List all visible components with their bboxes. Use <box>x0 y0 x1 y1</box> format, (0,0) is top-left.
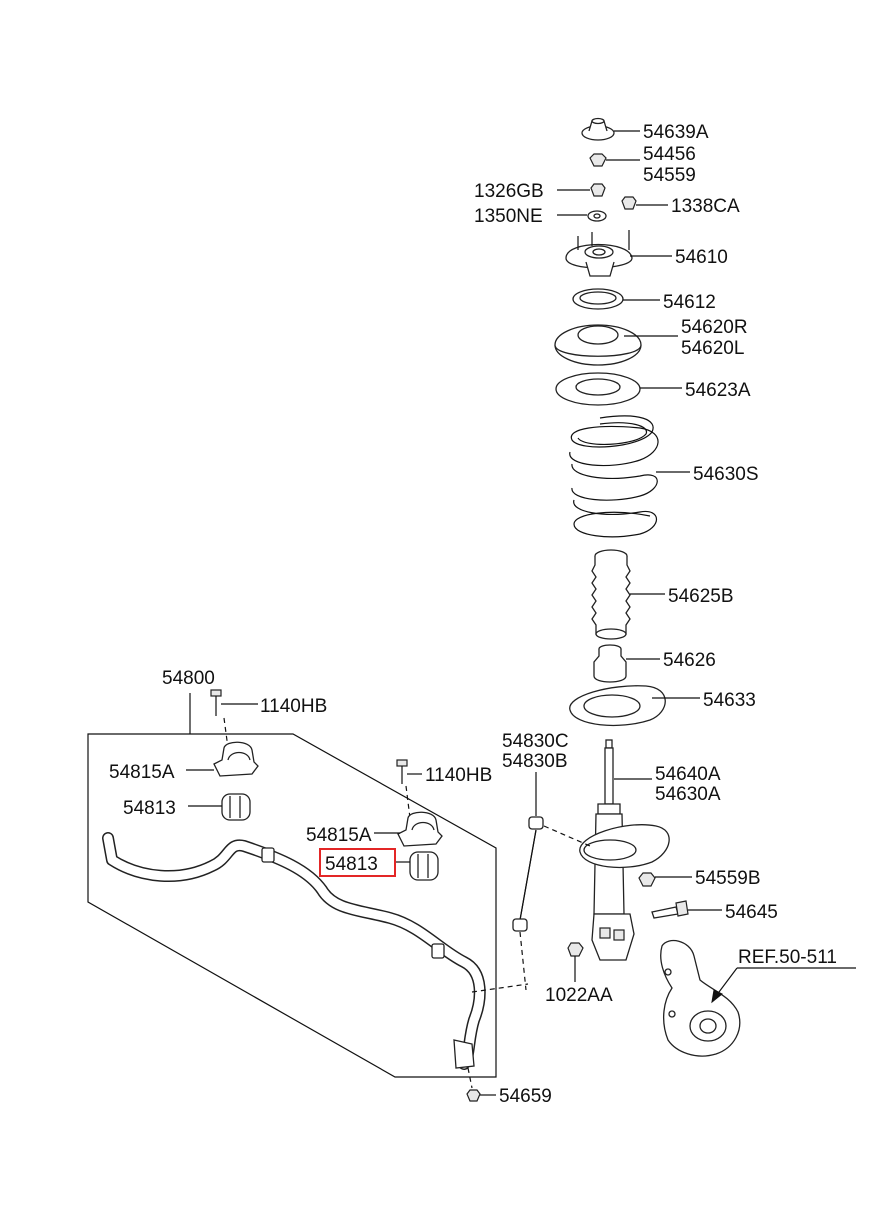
label-1140HB-right: 1140HB <box>425 765 492 786</box>
label-54639A: 54639A <box>643 122 709 143</box>
part-54620-spring-seat[interactable] <box>554 324 642 366</box>
label-54630A: 54630A <box>655 784 721 805</box>
label-54800: 54800 <box>162 668 215 689</box>
part-1140HB-bolt-right[interactable] <box>396 759 408 784</box>
label-1350NE: 1350NE <box>474 206 543 227</box>
label-54633: 54633 <box>703 690 756 711</box>
label-54626: 54626 <box>663 650 716 671</box>
part-54815A-bracket-left[interactable] <box>213 741 259 777</box>
part-54813-bushing-right[interactable] <box>409 851 439 881</box>
part-54800-stabilizer-bar[interactable] <box>102 832 486 1070</box>
label-54456: 54456 <box>643 144 696 165</box>
label-54659: 54659 <box>499 1086 552 1107</box>
label-54623A: 54623A <box>685 380 751 401</box>
part-54659-nut[interactable] <box>466 1089 481 1102</box>
part-54612-bearing[interactable] <box>572 288 624 310</box>
part-54610-strut-mount[interactable] <box>565 230 633 277</box>
label-1326GB: 1326GB <box>474 181 544 202</box>
part-1338CA-nut[interactable] <box>621 196 637 210</box>
label-54813-left: 54813 <box>123 798 176 819</box>
label-54620R: 54620R <box>681 317 748 338</box>
part-54640A-strut-assembly[interactable] <box>579 739 670 961</box>
label-54815A-right: 54815A <box>306 825 372 846</box>
highlight-box-54813 <box>319 848 396 877</box>
stabilizer-bar-group-outline <box>87 733 497 1078</box>
label-54813-right-highlighted[interactable]: 54813 <box>325 854 378 875</box>
part-1022AA-nut[interactable] <box>567 942 584 957</box>
part-54630S-coil-spring[interactable] <box>569 415 659 538</box>
part-1326GB-nut[interactable] <box>590 183 606 197</box>
label-54830C: 54830C <box>502 731 569 752</box>
label-REF-50-511: REF.50-511 <box>738 947 837 968</box>
part-1350NE-washer[interactable] <box>587 210 607 222</box>
label-54815A-left: 54815A <box>109 762 175 783</box>
part-54813-bushing-left[interactable] <box>221 793 251 821</box>
label-54630S: 54630S <box>693 464 759 485</box>
part-54626-bump-stopper[interactable] <box>593 644 627 683</box>
label-54559: 54559 <box>643 165 696 186</box>
label-1338CA: 1338CA <box>671 196 740 217</box>
label-54645: 54645 <box>725 902 778 923</box>
part-54625B-dust-boot[interactable] <box>591 549 631 640</box>
part-54645-bolt[interactable] <box>651 900 689 919</box>
part-54623A-insulator[interactable] <box>555 372 641 406</box>
part-1140HB-bolt-left[interactable] <box>210 689 222 716</box>
label-54640A: 54640A <box>655 764 721 785</box>
label-54612: 54612 <box>663 292 716 313</box>
part-steering-knuckle[interactable] <box>660 939 741 1057</box>
part-54456-nut[interactable] <box>589 153 607 167</box>
part-54830-stabilizer-link[interactable] <box>512 816 544 932</box>
part-54559B-nut[interactable] <box>638 872 656 887</box>
part-54633-spring-pad[interactable] <box>569 685 666 727</box>
label-54620L: 54620L <box>681 338 744 359</box>
part-54639A-cap[interactable] <box>581 117 615 141</box>
label-54625B: 54625B <box>668 586 734 607</box>
label-54610: 54610 <box>675 247 728 268</box>
part-54815A-bracket-right[interactable] <box>397 811 443 847</box>
label-54830B: 54830B <box>502 751 568 772</box>
label-54559B: 54559B <box>695 868 761 889</box>
label-1022AA: 1022AA <box>545 985 613 1006</box>
label-1140HB-left: 1140HB <box>260 696 327 717</box>
